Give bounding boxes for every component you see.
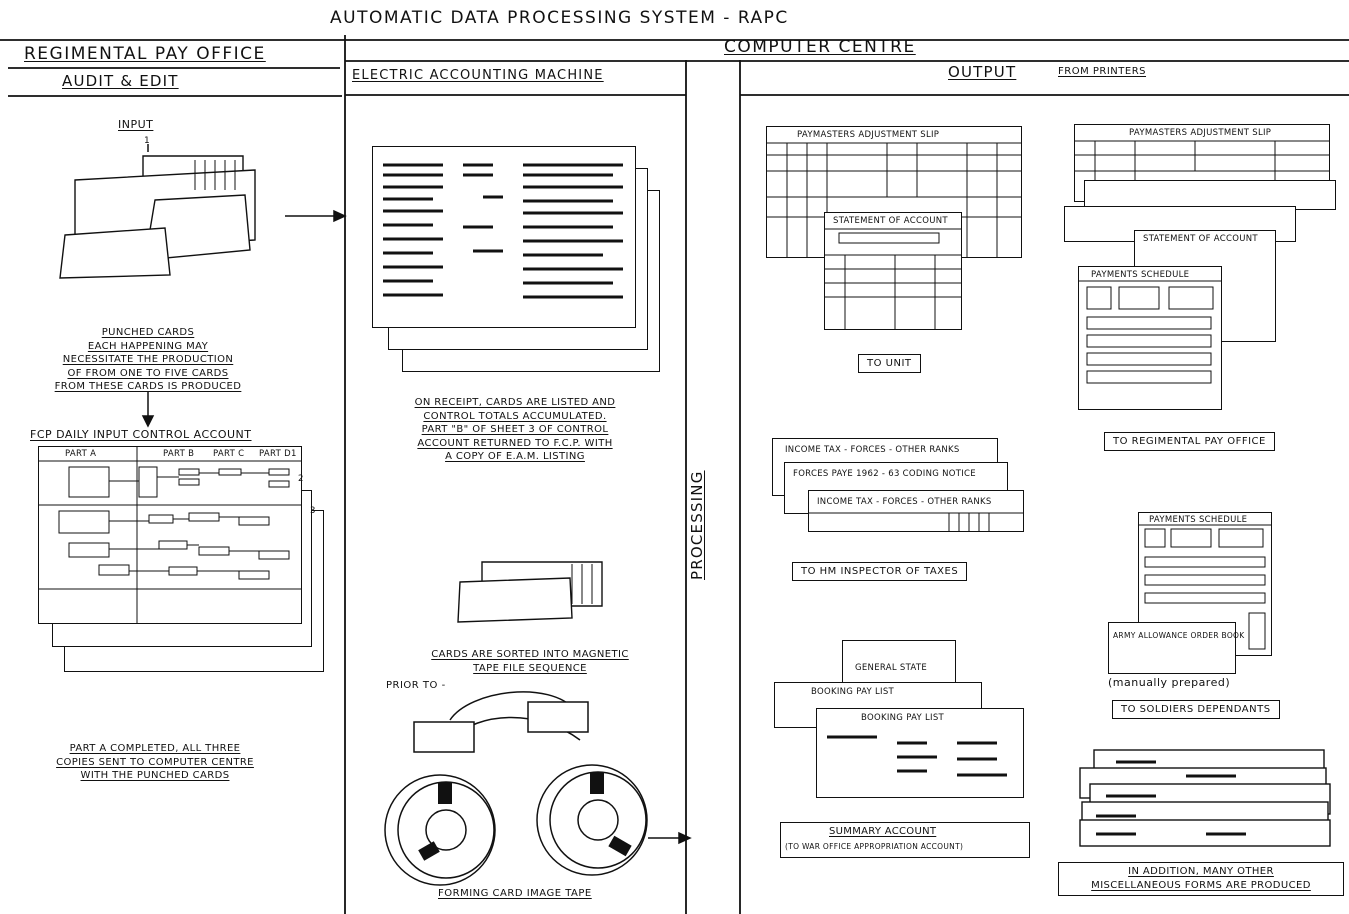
booking-pay-list-1-title: BOOKING PAY LIST bbox=[811, 687, 894, 697]
completed-text: PART A COMPLETED, ALL THREE COPIES SENT … bbox=[40, 742, 270, 783]
in-addition-text: IN ADDITION, MANY OTHER MISCELLANEOUS FO… bbox=[1059, 865, 1343, 892]
punched-cards-line-3: NECESSITATE THE PRODUCTION bbox=[28, 353, 268, 367]
punched-cards-line-2: EACH HAPPENING MAY bbox=[28, 340, 268, 354]
to-regimental-caption: TO REGIMENTAL PAY OFFICE bbox=[1104, 432, 1275, 451]
income-tax-form-1-title: INCOME TAX - FORCES - OTHER RANKS bbox=[785, 445, 960, 455]
general-state-form: GENERAL STATE bbox=[842, 640, 956, 684]
part-b-label: PART B bbox=[163, 449, 194, 459]
to-hm-inspector-caption: TO HM INSPECTOR OF TAXES bbox=[792, 562, 967, 581]
control-sheet-grid bbox=[39, 447, 301, 623]
audit-edit-heading: AUDIT & EDIT bbox=[62, 72, 179, 90]
sorted-text: CARDS ARE SORTED INTO MAGNETIC TAPE FILE… bbox=[400, 648, 660, 675]
receipt-line-5: A COPY OF E.A.M. LISTING bbox=[372, 450, 658, 464]
receipt-line-3: PART "B" OF SHEET 3 OF CONTROL bbox=[372, 423, 658, 437]
summary-account-box: SUMMARY ACCOUNT (TO WAR OFFICE APPROPRIA… bbox=[780, 822, 1030, 858]
receipt-text: ON RECEIPT, CARDS ARE LISTED AND CONTROL… bbox=[372, 396, 658, 464]
summary-account-sub: (TO WAR OFFICE APPROPRIATION ACCOUNT) bbox=[785, 842, 963, 851]
receipt-line-2: CONTROL TOTALS ACCUMULATED. bbox=[372, 410, 658, 424]
eam-heading: ELECTRIC ACCOUNTING MACHINE bbox=[352, 68, 604, 83]
booking-pay-list-2: BOOKING PAY LIST bbox=[816, 708, 1024, 798]
output-heading: OUTPUT bbox=[948, 63, 1016, 81]
completed-line-2: COPIES SENT TO COMPUTER CENTRE bbox=[40, 756, 270, 770]
sheet-number-3: 3 bbox=[310, 506, 316, 516]
army-allowance-title: ARMY ALLOWANCE ORDER BOOK bbox=[1113, 631, 1244, 640]
page-title: AUTOMATIC DATA PROCESSING SYSTEM - RAPC bbox=[330, 8, 789, 28]
forming-tape-text: FORMING CARD IMAGE TAPE bbox=[438, 888, 592, 899]
to-unit-caption: TO UNIT bbox=[858, 354, 921, 373]
punched-cards-illustration bbox=[55, 150, 265, 280]
from-printers-label: FROM PRINTERS bbox=[1058, 66, 1146, 77]
in-addition-line-1: IN ADDITION, MANY OTHER bbox=[1059, 865, 1343, 879]
part-d-number: 1 bbox=[291, 449, 297, 459]
income-tax-form-2: INCOME TAX - FORCES - OTHER RANKS bbox=[808, 490, 1024, 532]
income-tax-form-2-grid bbox=[809, 491, 1023, 531]
summary-account-title: SUMMARY ACCOUNT bbox=[829, 826, 936, 837]
tape-reels-illustration bbox=[380, 680, 660, 890]
payments-schedule-regimental: PAYMENTS SCHEDULE bbox=[1078, 266, 1222, 410]
computer-centre-heading: COMPUTER CENTRE bbox=[724, 37, 916, 57]
control-account-title: FCP DAILY INPUT CONTROL ACCOUNT bbox=[30, 428, 252, 441]
statement-of-account-unit: STATEMENT OF ACCOUNT bbox=[824, 212, 962, 330]
punched-cards-line-1: PUNCHED CARDS bbox=[28, 326, 268, 340]
general-state-title: GENERAL STATE bbox=[855, 663, 927, 673]
receipt-line-4: ACCOUNT RETURNED TO F.C.P. WITH bbox=[372, 437, 658, 451]
input-label: INPUT bbox=[118, 118, 153, 131]
eam-listing-sheet-1 bbox=[372, 146, 636, 328]
sorted-line-1: CARDS ARE SORTED INTO MAGNETIC bbox=[400, 648, 660, 662]
in-addition-box: IN ADDITION, MANY OTHER MISCELLANEOUS FO… bbox=[1058, 862, 1344, 896]
part-a-label: PART A bbox=[65, 449, 96, 459]
booking-pay-list-2-lines bbox=[817, 709, 1023, 797]
punched-cards-line-4: OF FROM ONE TO FIVE CARDS bbox=[28, 367, 268, 381]
receipt-line-1: ON RECEIPT, CARDS ARE LISTED AND bbox=[372, 396, 658, 410]
processing-label: PROCESSING bbox=[688, 470, 706, 580]
statement-unit-grid bbox=[825, 213, 961, 329]
part-c-label: PART C bbox=[213, 449, 244, 459]
eam-listing-lines bbox=[373, 147, 635, 327]
to-soldiers-caption: TO SOLDIERS DEPENDANTS bbox=[1112, 700, 1280, 719]
sorted-cards-illustration bbox=[452, 556, 612, 626]
army-allowance-book: ARMY ALLOWANCE ORDER BOOK bbox=[1108, 622, 1236, 674]
statement-regimental-title: STATEMENT OF ACCOUNT bbox=[1143, 234, 1258, 244]
completed-line-1: PART A COMPLETED, ALL THREE bbox=[40, 742, 270, 756]
misc-forms-illustration bbox=[1076, 746, 1338, 858]
in-addition-line-2: MISCELLANEOUS FORMS ARE PRODUCED bbox=[1059, 879, 1343, 893]
sorted-line-2: TAPE FILE SEQUENCE bbox=[400, 662, 660, 676]
punched-cards-line-5: FROM THESE CARDS IS PRODUCED bbox=[28, 380, 268, 394]
manually-prepared-label: (manually prepared) bbox=[1108, 676, 1230, 689]
part-d-label: PART D bbox=[259, 449, 291, 459]
punched-cards-text: PUNCHED CARDS EACH HAPPENING MAY NECESSI… bbox=[28, 326, 268, 394]
completed-line-3: WITH THE PUNCHED CARDS bbox=[40, 769, 270, 783]
input-tick: 1 bbox=[144, 136, 150, 146]
regimental-pay-office-heading: REGIMENTAL PAY OFFICE bbox=[24, 44, 266, 64]
forces-paye-title: FORCES PAYE 1962 - 63 CODING NOTICE bbox=[793, 469, 976, 479]
sheet-number-2: 2 bbox=[298, 474, 304, 484]
control-sheet-1: PART A PART B PART C PART D 1 bbox=[38, 446, 302, 624]
payments-schedule-regimental-grid bbox=[1079, 267, 1221, 409]
